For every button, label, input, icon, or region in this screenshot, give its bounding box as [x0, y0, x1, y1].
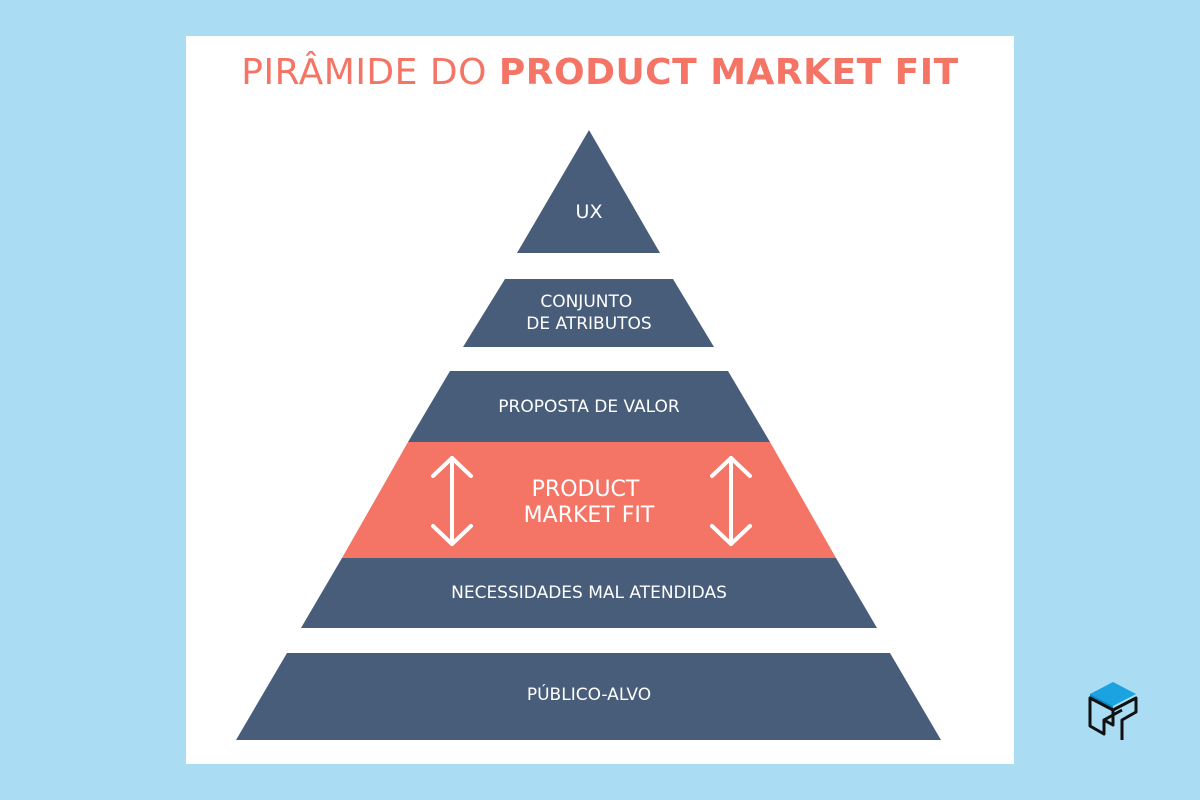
layer-underserved-needs-shape	[301, 558, 877, 628]
double-headed-vertical-arrow-icon	[710, 456, 752, 546]
layer-feature-set-label: CONJUNTO DE ATRIBUTOS	[526, 292, 651, 334]
layer-underserved-needs-label: NECESSIDADES MAL ATENDIDAS	[451, 583, 727, 603]
layer-target-audience-shape	[236, 653, 941, 740]
layer-value-proposition-shape	[408, 371, 770, 442]
layer-value-proposition-label: PROPOSTA DE VALOR	[498, 397, 680, 417]
cube-logo-icon	[1088, 682, 1138, 740]
layer-ux-shape	[517, 130, 660, 253]
diagram-title: PIRÂMIDE DO PRODUCT MARKET FIT	[0, 52, 1200, 93]
double-headed-vertical-arrow-icon	[431, 456, 473, 546]
layer-feature-set-shape	[463, 279, 714, 347]
layer-target-audience-label: PÚBLICO-ALVO	[527, 683, 651, 705]
title-prefix: PIRÂMIDE DO	[241, 52, 487, 93]
layer-ux-label: UX	[576, 201, 603, 223]
layer-product-market-fit-label: PRODUCT MARKET FIT	[524, 477, 655, 528]
title-highlight: PRODUCT MARKET FIT	[498, 52, 959, 93]
